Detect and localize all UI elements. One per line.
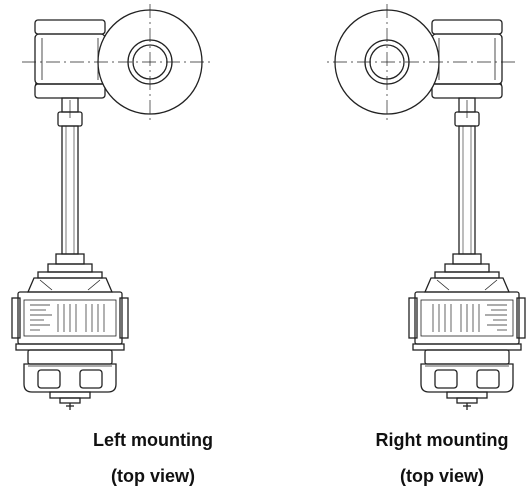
right-mounting-drawing	[326, 3, 526, 411]
left-mounting-drawing	[11, 3, 211, 411]
left-caption-line1: Left mounting	[93, 430, 213, 450]
right-caption-line2: (top view)	[400, 466, 484, 486]
right-caption-line1: Right mounting	[375, 430, 509, 450]
left-caption-line2: (top view)	[111, 466, 195, 486]
right-mounting-caption: Right mounting (top view)	[355, 422, 529, 494]
left-mounting-caption: Left mounting (top view)	[58, 422, 248, 494]
